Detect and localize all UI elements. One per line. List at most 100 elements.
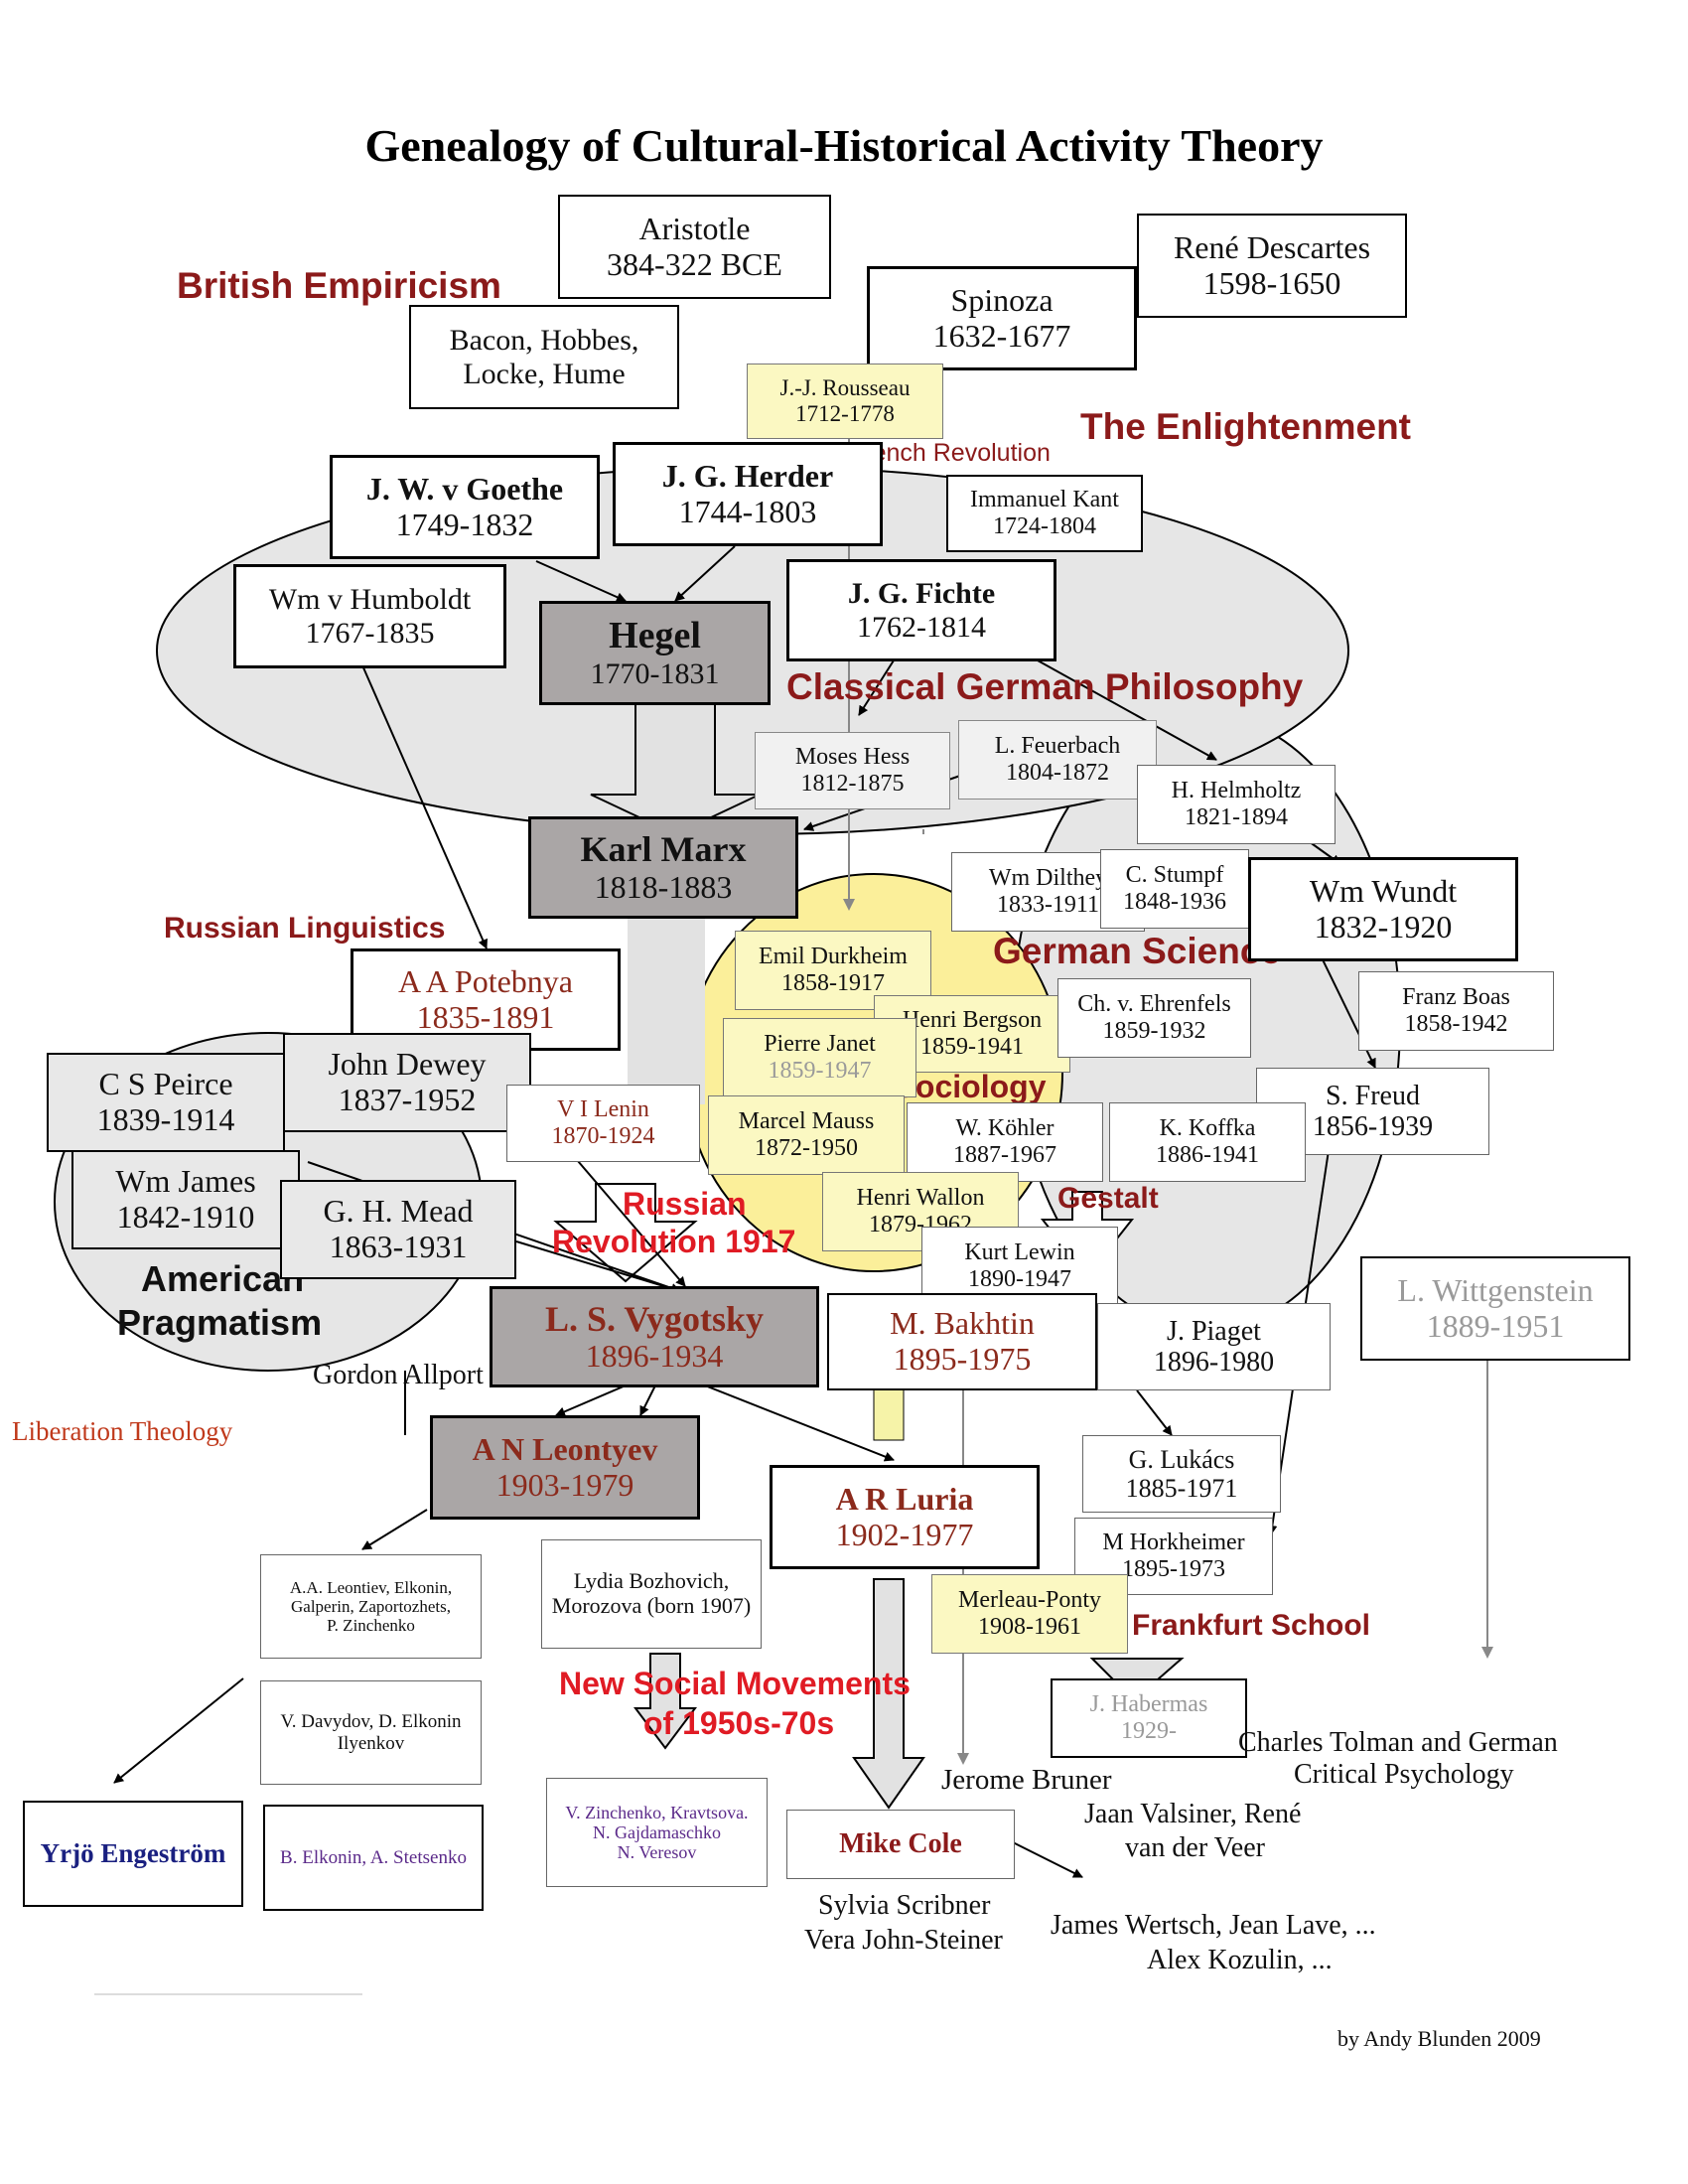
text-tolman-2: Critical Psychology bbox=[1294, 1759, 1514, 1790]
british-empiricism-label: British Empiricism bbox=[177, 265, 501, 306]
bozhovich-flow-arrow bbox=[633, 1653, 697, 1750]
group-line: A.A. Leontiev, Elkonin, bbox=[289, 1577, 453, 1597]
group-line: V. Zinchenko, Kravtsova. bbox=[565, 1802, 749, 1822]
group-line: Mike Cole bbox=[839, 1828, 962, 1860]
node-dates: 1724-1804 bbox=[993, 513, 1096, 539]
node-name: Ch. v. Ehrenfels bbox=[1077, 991, 1231, 1018]
node-dates: 1890-1947 bbox=[968, 1266, 1071, 1292]
node-dates: 1886-1941 bbox=[1156, 1142, 1259, 1168]
node-name: Bacon, Hobbes, bbox=[449, 323, 639, 357]
goethe-hegel-arrow bbox=[535, 560, 627, 602]
node-dates: 384-322 BCE bbox=[607, 245, 782, 282]
text-wertsch-1: James Wertsch, Jean Lave, ... bbox=[1051, 1910, 1376, 1941]
luria-cole-flow-arrow bbox=[852, 1578, 925, 1810]
node-dates: 1770-1831 bbox=[590, 656, 720, 690]
node-name: L. Wittgenstein bbox=[1397, 1271, 1594, 1308]
piaget-lukacs-arrow bbox=[1136, 1389, 1173, 1436]
group-line: P. Zinchenko bbox=[327, 1616, 415, 1636]
fichte-helmholtz-arrow bbox=[1037, 659, 1217, 761]
node-dates: 1767-1835 bbox=[305, 616, 435, 650]
node-dates: 1896-1980 bbox=[1153, 1347, 1275, 1378]
node-name: W. Köhler bbox=[955, 1115, 1055, 1142]
leontyev-school-arrow bbox=[361, 1509, 428, 1550]
node-name: Merleau-Ponty bbox=[958, 1587, 1101, 1614]
node-dates: 1804-1872 bbox=[1006, 760, 1109, 786]
bakhtin-flow-arrow bbox=[873, 1387, 905, 1441]
node-name: Pierre Janet bbox=[764, 1031, 876, 1058]
node-name: J. G. Herder bbox=[661, 457, 834, 494]
text-gordon-allport: Gordon Allport bbox=[313, 1360, 484, 1390]
vygotsky-luria-arrow bbox=[704, 1384, 895, 1462]
node-name: A N Leontyev bbox=[472, 1430, 658, 1467]
node-dates: 1744-1803 bbox=[678, 493, 817, 529]
cole-wertsch-arrow bbox=[1012, 1841, 1083, 1878]
node-name: Wm James bbox=[115, 1163, 256, 1200]
node-name: K. Koffka bbox=[1159, 1115, 1256, 1142]
group-line: V. Davydov, D. Elkonin bbox=[280, 1711, 462, 1733]
node-dates: 1835-1891 bbox=[416, 998, 555, 1035]
node-dates: 1818-1883 bbox=[594, 868, 733, 905]
node-dates: 1712-1778 bbox=[795, 401, 895, 426]
node-name: J.-J. Rousseau bbox=[779, 375, 911, 401]
node-name: Immanuel Kant bbox=[970, 487, 1119, 513]
russian-revolution-label-2: Revolution 1917 bbox=[552, 1224, 796, 1259]
node-name: G. Lukács bbox=[1128, 1444, 1235, 1474]
node-dates: Locke, Hume bbox=[463, 357, 626, 390]
node-dates: 1929- bbox=[1121, 1718, 1177, 1744]
node-dates: 1902-1977 bbox=[835, 1516, 974, 1552]
marx-vygotsky-flow bbox=[628, 916, 705, 1104]
node-name: M Horkheimer bbox=[1102, 1529, 1245, 1556]
node-dates: 1837-1952 bbox=[338, 1082, 477, 1117]
node-name: Henri Wallon bbox=[856, 1185, 985, 1212]
node-dates: 1812-1875 bbox=[800, 771, 905, 797]
group-line: N. Gajdamaschko bbox=[593, 1821, 721, 1842]
node-dates: 1885-1971 bbox=[1125, 1474, 1238, 1503]
russian-linguistics-label: Russian Linguistics bbox=[164, 912, 446, 945]
new-social-movements-label-1: New Social Movements bbox=[559, 1666, 911, 1701]
node-dates: 1863-1931 bbox=[329, 1229, 468, 1264]
node-name: Wm v Humboldt bbox=[268, 582, 472, 616]
node-dates: 1889-1951 bbox=[1426, 1307, 1565, 1344]
group-engestrom: Yrjö Engeström bbox=[23, 1801, 243, 1907]
node-name: H. Helmholtz bbox=[1171, 778, 1302, 804]
node-dates: 1887-1967 bbox=[953, 1142, 1056, 1168]
classical-german-philosophy-label: Classical German Philosophy bbox=[786, 666, 1304, 707]
node-dates: 1858-1917 bbox=[781, 970, 885, 996]
group-line: N. Veresov bbox=[617, 1842, 697, 1863]
node-name: A A Potebnya bbox=[397, 962, 573, 999]
group-leontiev-school: A.A. Leontiev, Elkonin,Galperin, Zaporto… bbox=[260, 1554, 482, 1659]
node-dates: 1856-1939 bbox=[1312, 1111, 1434, 1142]
group-bozhovich: Lydia Bozhovich,Morozova (born 1907) bbox=[541, 1539, 762, 1649]
node-dates: 1598-1650 bbox=[1202, 264, 1341, 301]
lenin-vygotsky-flow-arrow bbox=[553, 1183, 698, 1283]
node-name: Wm Wundt bbox=[1309, 872, 1458, 909]
school-engestrom-arrow bbox=[113, 1677, 244, 1784]
liberation-theology-label: Liberation Theology bbox=[12, 1416, 233, 1446]
node-name: V I Lenin bbox=[557, 1096, 649, 1123]
node-name: C S Peirce bbox=[98, 1066, 233, 1102]
text-scribner-2: Vera John-Steiner bbox=[804, 1925, 1003, 1956]
node-name: Henri Bergson bbox=[902, 1007, 1043, 1034]
node-name: L. Feuerbach bbox=[994, 733, 1121, 760]
node-dates: 1858-1942 bbox=[1404, 1011, 1508, 1037]
